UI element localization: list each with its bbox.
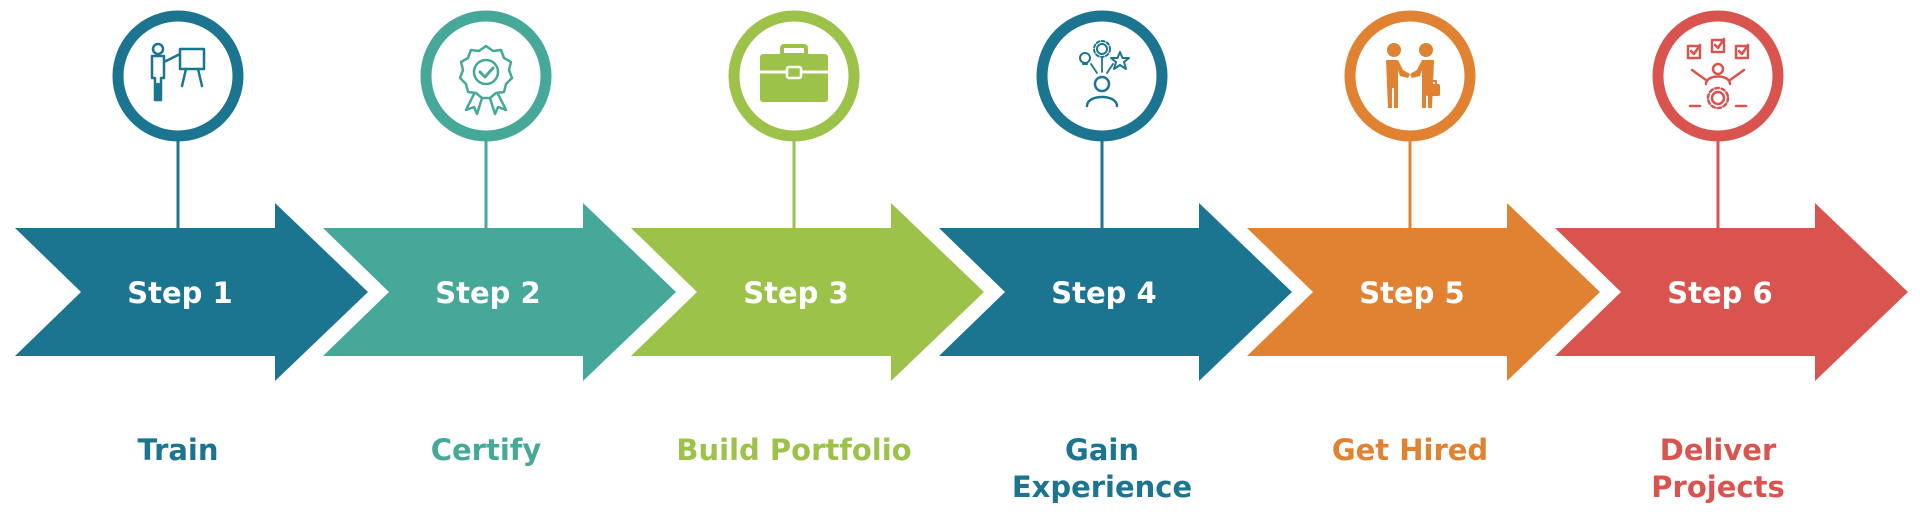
- step-3-icon-node: [728, 10, 860, 142]
- step-1-icon-node: [112, 10, 244, 142]
- step-6-label: Step 6: [1667, 276, 1772, 310]
- step-2-label: Step 2: [435, 276, 540, 310]
- briefcase-icon: [758, 44, 830, 104]
- step-5-label: Step 5: [1359, 276, 1464, 310]
- step-5-icon-node: [1344, 10, 1476, 142]
- step-1-title: Train: [137, 433, 218, 467]
- step-2-icon-node: [420, 10, 552, 142]
- step-6-arrow: [1555, 203, 1908, 381]
- step-4-title-line-1: Gain: [1065, 433, 1139, 467]
- step-1-label: Step 1: [127, 276, 232, 310]
- step-2-arrow: [323, 203, 676, 381]
- step-5-title: Get Hired: [1332, 433, 1488, 467]
- step-1-arrow: [15, 203, 368, 381]
- step-3-arrow: [631, 203, 984, 381]
- step-4-arrow: [939, 203, 1292, 381]
- step-3-title: Build Portfolio: [676, 433, 911, 467]
- step-6-title-line-1: Deliver: [1660, 433, 1777, 467]
- step-3-label: Step 3: [743, 276, 848, 310]
- step-4-icon-node: [1036, 10, 1168, 142]
- step-4-title-line-2: Experience: [1012, 470, 1192, 504]
- step-4-label: Step 4: [1051, 276, 1156, 310]
- step-2-title: Certify: [431, 433, 542, 467]
- step-6-icon-node: [1652, 10, 1784, 142]
- step-6-title-line-2: Projects: [1651, 470, 1784, 504]
- step-5-arrow: [1247, 203, 1600, 381]
